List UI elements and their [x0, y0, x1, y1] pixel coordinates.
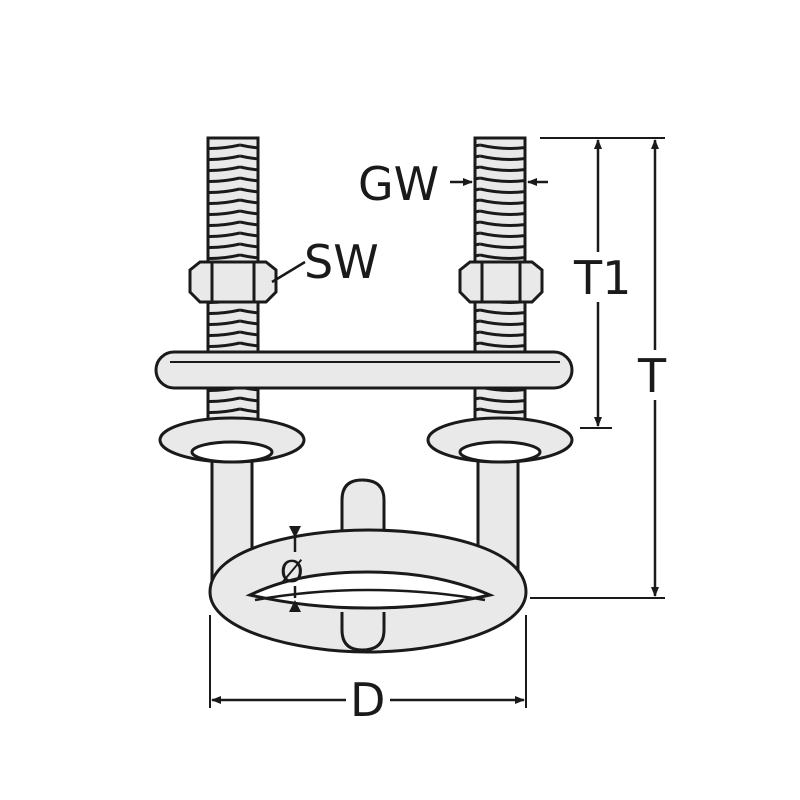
ring [208, 528, 528, 654]
label-d: D [350, 673, 385, 727]
backing-plate [154, 350, 574, 390]
left-nut [188, 260, 278, 304]
dimension-diameter [289, 526, 301, 612]
label-t1: T1 [573, 251, 631, 305]
label-diameter: Ø [280, 555, 304, 590]
label-t: T [637, 349, 667, 403]
extension-lines [209, 137, 665, 708]
pin-front [340, 612, 386, 652]
hex-nuts [188, 260, 544, 304]
right-nut [458, 260, 544, 304]
label-sw: SW [304, 235, 379, 289]
label-gw: GW [358, 157, 439, 211]
sw-leader-line [271, 260, 306, 284]
washers [158, 416, 574, 464]
